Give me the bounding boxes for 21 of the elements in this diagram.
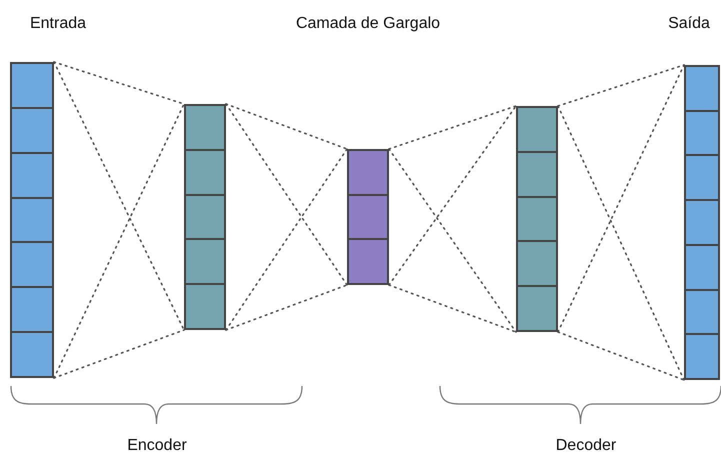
dotted-connector: [53, 61, 185, 105]
dotted-connector: [225, 103, 348, 150]
dotted-connector: [557, 331, 685, 381]
layer-title: Entrada: [30, 15, 86, 33]
dotted-connector: [388, 148, 517, 333]
dotted-connector: [53, 61, 185, 331]
dotted-connector: [388, 105, 517, 286]
layer-title: Saída: [668, 15, 710, 33]
section-label: Encoder: [127, 437, 187, 455]
dotted-connector: [225, 284, 348, 331]
dotted-connector: [557, 64, 685, 107]
dotted-connector: [225, 148, 348, 331]
dotted-connector: [557, 64, 685, 333]
dotted-connector: [53, 103, 185, 379]
section-label: Decoder: [556, 437, 616, 455]
dotted-connector: [388, 105, 517, 150]
dotted-connector: [557, 105, 685, 381]
dotted-connector: [225, 103, 348, 286]
dotted-connector: [388, 284, 517, 333]
section-label: Camada de Gargalo: [296, 15, 440, 33]
dotted-connector: [53, 329, 185, 379]
